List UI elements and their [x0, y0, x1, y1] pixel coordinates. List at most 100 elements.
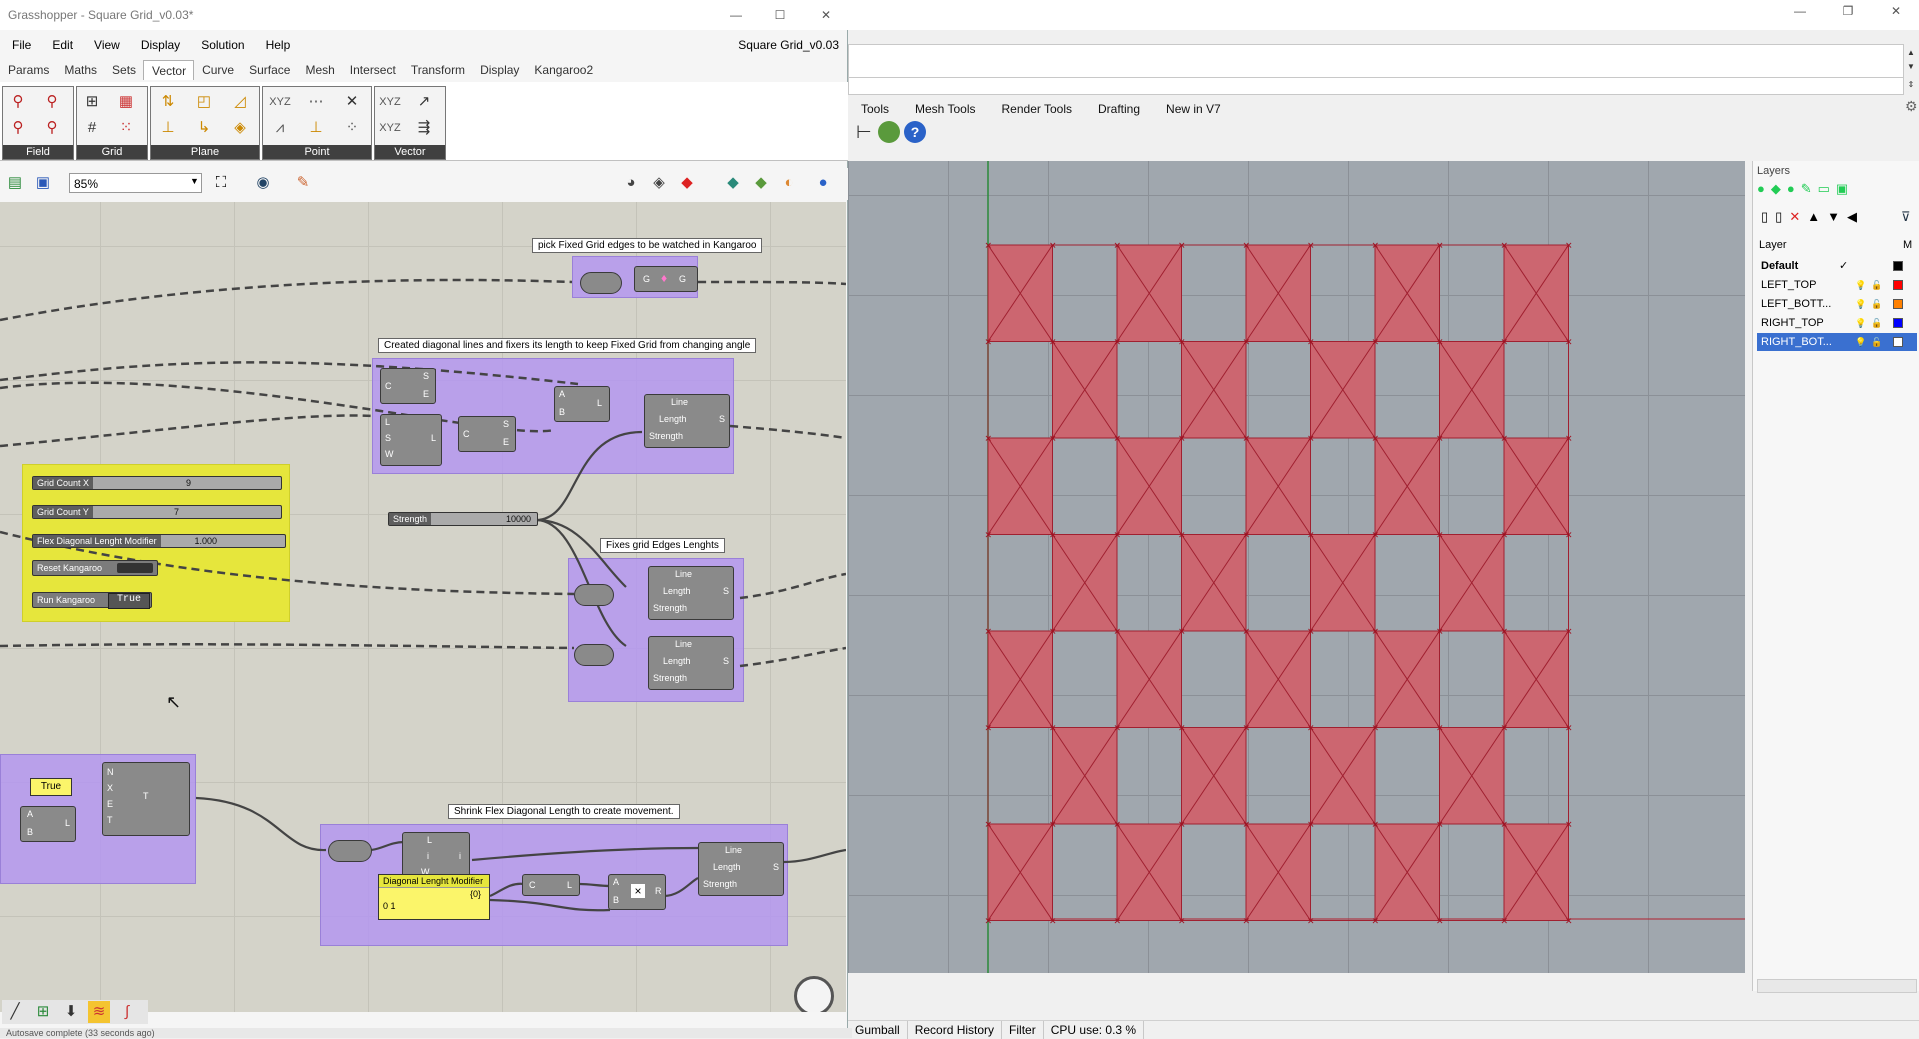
rhino-command-line[interactable]: [848, 77, 1904, 95]
chevron-down-icon[interactable]: ▼: [190, 176, 199, 186]
status-filter[interactable]: Filter: [1002, 1021, 1044, 1039]
current-layer-check-icon[interactable]: ✓: [1839, 260, 1849, 272]
layer-color-swatch[interactable]: [1893, 261, 1903, 271]
vector-2pt-icon[interactable]: ↗: [417, 93, 431, 110]
gh-close-icon[interactable]: ✕: [820, 8, 832, 22]
rhino-minimize-icon[interactable]: —: [1794, 4, 1806, 18]
gh-minimize-icon[interactable]: —: [730, 8, 742, 22]
render-globe-icon[interactable]: [878, 121, 900, 143]
preview-hidden-icon[interactable]: ◈: [653, 174, 665, 191]
kangaroo-length-goal-4[interactable]: Line Length Strength S: [698, 842, 784, 896]
kangaroo-show-edges-2[interactable]: [574, 644, 614, 666]
layer-color-swatch[interactable]: [1893, 337, 1903, 347]
grid-count-y-slider[interactable]: Grid Count Y 7: [32, 505, 282, 519]
gh-canvas[interactable]: pick Fixed Grid edges to be watched in K…: [0, 202, 846, 1012]
canvas-navigation-icon[interactable]: [794, 976, 834, 1012]
plane-rotate-icon[interactable]: ◈: [234, 119, 246, 136]
gh-maximize-icon[interactable]: ☐: [774, 8, 786, 22]
rhino-tab-render-tools[interactable]: Render Tools: [1001, 102, 1073, 116]
reset-kangaroo-button[interactable]: Reset Kangaroo: [32, 560, 158, 576]
save-file-icon[interactable]: ▣: [35, 174, 51, 191]
kangaroo-show-component[interactable]: [580, 272, 622, 294]
tab-curve[interactable]: Curve: [202, 63, 235, 77]
menu-display[interactable]: Display: [140, 38, 181, 52]
vector-xyz-icon[interactable]: XYZ: [379, 96, 401, 108]
rhino-tab-drafting[interactable]: Drafting: [1098, 102, 1141, 116]
diagonal-modifier-panel[interactable]: Diagonal Lenght Modifier {0} 0 1: [378, 874, 490, 920]
vector-amplitude-icon[interactable]: ⇶: [417, 119, 431, 136]
flex-diagonal-slider[interactable]: Flex Diagonal Lenght Modifier 1.000: [32, 534, 286, 548]
tab-kangaroo2[interactable]: Kangaroo2: [534, 63, 594, 77]
preview-eye-icon[interactable]: ◉: [256, 174, 270, 191]
layer-visibility-icon[interactable]: 💡: [1855, 299, 1867, 309]
status-record-history[interactable]: Record History: [908, 1021, 1003, 1039]
strength-slider[interactable]: Strength 10000: [388, 512, 538, 526]
point-deconstruct-icon[interactable]: ⩘: [275, 119, 285, 136]
sketch-icon[interactable]: ✎: [296, 174, 310, 191]
wire-display-icon[interactable]: ∫: [124, 1003, 130, 1020]
plane-align-icon[interactable]: ⇅: [161, 93, 175, 110]
grid-square-icon[interactable]: ▦: [118, 93, 134, 110]
layer-color-swatch[interactable]: [1893, 299, 1903, 309]
tab-maths[interactable]: Maths: [64, 63, 98, 77]
layer-lock-icon[interactable]: 🔓: [1871, 337, 1883, 347]
layer-visibility-icon[interactable]: 💡: [1855, 337, 1867, 347]
group-icon[interactable]: ⊞: [36, 1003, 50, 1020]
layer-color-swatch[interactable]: [1893, 280, 1903, 290]
layer-row[interactable]: RIGHT_BOT...💡🔓: [1757, 333, 1917, 351]
rhino-tab-mesh-tools[interactable]: Mesh Tools: [915, 102, 976, 116]
layers-scrollbar[interactable]: [1757, 979, 1917, 993]
field-point-charge-icon[interactable]: ⚲: [12, 119, 24, 136]
gear-icon[interactable]: ⚙: [1905, 98, 1918, 114]
rhino-close-icon[interactable]: ✕: [1890, 4, 1902, 18]
grid-hex-icon[interactable]: #: [87, 119, 97, 136]
menu-view[interactable]: View: [94, 38, 120, 52]
menu-edit[interactable]: Edit: [52, 38, 74, 52]
layer-row[interactable]: Default✓: [1757, 257, 1917, 275]
rhino-command-history[interactable]: [848, 44, 1904, 78]
layer-row[interactable]: RIGHT_TOP💡🔓: [1757, 314, 1917, 332]
layer-lock-icon[interactable]: 🔓: [1871, 280, 1883, 290]
tab-transform[interactable]: Transform: [410, 63, 466, 77]
kangaroo-length-goal-3[interactable]: Line Length Strength S: [648, 636, 734, 690]
point-closest-icon[interactable]: ✕: [345, 93, 359, 110]
true-panel[interactable]: True: [30, 778, 72, 796]
point-cull-icon[interactable]: ⁘: [345, 119, 359, 136]
rhino-tab-tools[interactable]: Tools: [861, 102, 890, 116]
delete-layer-icon[interactable]: ✕: [1789, 209, 1808, 224]
tab-mesh[interactable]: Mesh: [305, 63, 335, 77]
kangaroo-show-edges-1[interactable]: [574, 584, 614, 606]
preview-mesh-icon[interactable]: ◆: [727, 174, 739, 191]
plane-normal-icon[interactable]: ◿: [234, 93, 246, 110]
reset-button-face[interactable]: [117, 563, 153, 573]
kangaroo-length-goal-2[interactable]: Line Length Strength S: [648, 566, 734, 620]
plane-origin-icon[interactable]: ↳: [197, 119, 211, 136]
layer-lock-icon[interactable]: 🔓: [1871, 299, 1883, 309]
field-spin-icon[interactable]: ⚲: [46, 93, 58, 110]
tab-surface[interactable]: Surface: [249, 63, 291, 77]
plane-offset-icon[interactable]: ⊥: [161, 119, 175, 136]
preview-document-icon[interactable]: ◆: [755, 174, 767, 191]
vector-deconstruct-icon[interactable]: XYZ: [379, 122, 401, 134]
grid-populate-icon[interactable]: ⁙: [119, 119, 133, 136]
layer-row[interactable]: LEFT_BOTT...💡🔓: [1757, 295, 1917, 313]
dimension-tool-icon[interactable]: ⊢: [856, 122, 872, 142]
preview-shaded-icon[interactable]: ◆: [681, 174, 693, 191]
rhino-tab-new-in-v7[interactable]: New in V7: [1166, 102, 1221, 116]
preview-color-icon[interactable]: ◐: [784, 174, 794, 191]
draw-line-icon[interactable]: ╱: [10, 1003, 20, 1020]
layer-visibility-icon[interactable]: 💡: [1855, 280, 1867, 290]
layer-actions-icons[interactable]: ▯▯✕▲▼◀: [1761, 209, 1864, 224]
layer-visibility-icon[interactable]: 💡: [1855, 318, 1867, 328]
tab-sets[interactable]: Sets: [112, 63, 137, 77]
command-scroll-icon[interactable]: ⇕: [1907, 80, 1915, 89]
menu-help[interactable]: Help: [265, 38, 291, 52]
scroll-up-icon[interactable]: ▲: [1907, 48, 1915, 57]
zoom-level-select[interactable]: 85%: [69, 173, 202, 193]
